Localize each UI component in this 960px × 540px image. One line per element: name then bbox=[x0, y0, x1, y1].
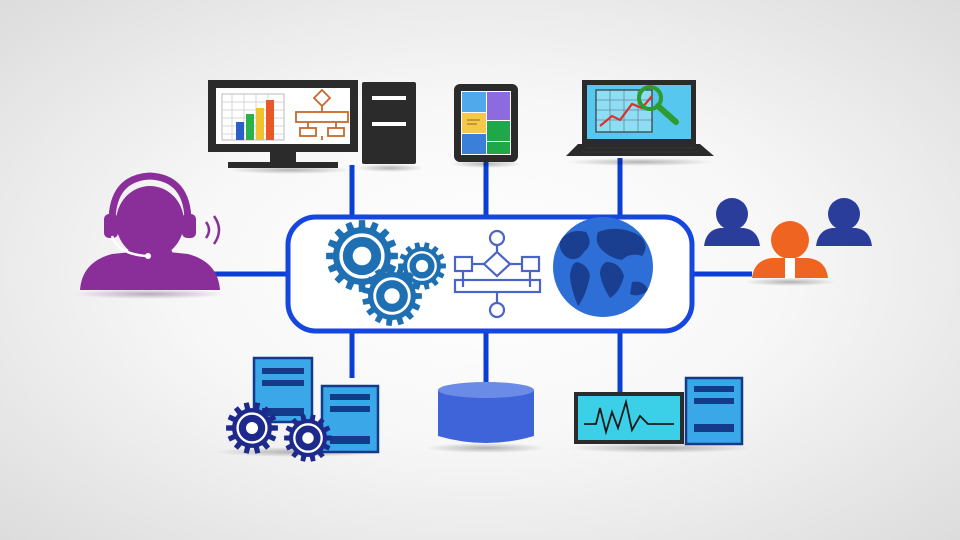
tablet-icon bbox=[450, 84, 522, 168]
monitoring-screen-icon bbox=[568, 376, 752, 453]
gears-icon bbox=[326, 220, 446, 326]
flowchart-icon bbox=[453, 229, 542, 319]
laptop-analytics-icon bbox=[566, 80, 714, 166]
database-icon bbox=[426, 382, 546, 453]
gears-icon bbox=[226, 402, 332, 462]
tower-pc-icon bbox=[356, 82, 424, 172]
team-icon bbox=[704, 198, 872, 286]
globe-icon bbox=[553, 217, 653, 317]
desktop-computer-icon bbox=[208, 80, 358, 174]
magnifier-icon bbox=[637, 85, 679, 125]
bar-chart-icon bbox=[221, 93, 285, 141]
connector-lines bbox=[214, 158, 752, 392]
central-hub bbox=[285, 214, 695, 334]
headset-user-icon bbox=[74, 172, 226, 299]
server-rack-icon bbox=[214, 356, 386, 462]
process-flow-icon bbox=[295, 88, 349, 140]
